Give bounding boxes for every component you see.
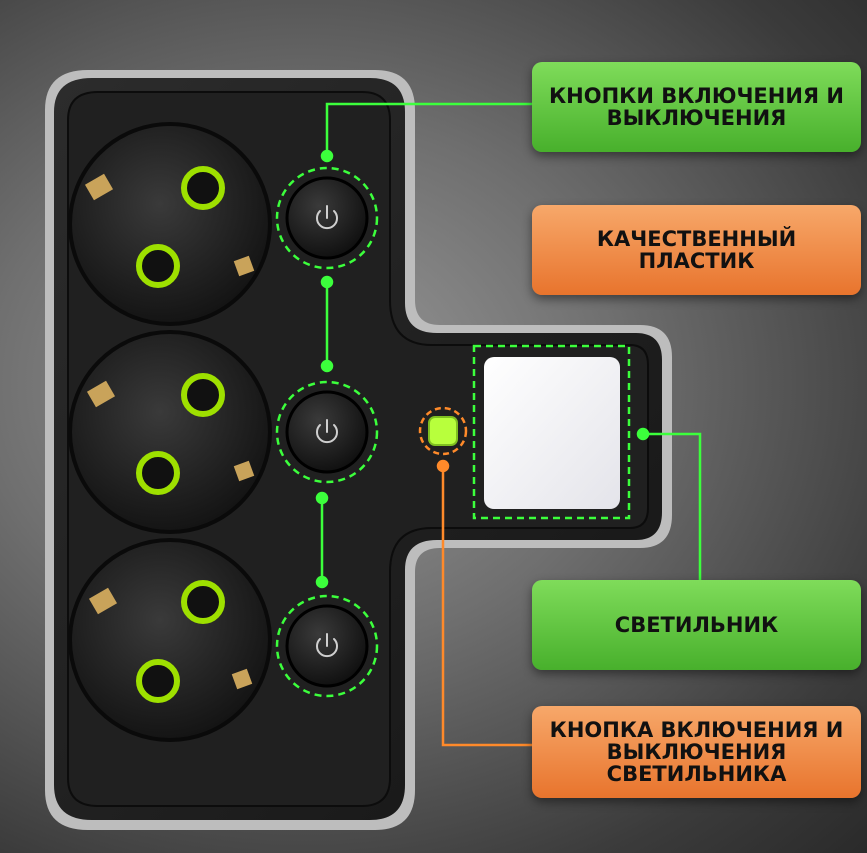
socket-icon — [68, 330, 272, 534]
label-power-buttons: КНОПКИ ВКЛЮЧЕНИЯ И ВЫКЛЮЧЕНИЯ — [532, 62, 861, 152]
power-icon — [316, 419, 338, 444]
label-quality-plastic: КАЧЕСТВЕННЫЙ ПЛАСТИК — [532, 205, 861, 295]
power-button-2[interactable] — [275, 380, 379, 484]
socket-icon — [68, 122, 272, 326]
label-lamp: СВЕТИЛЬНИК — [532, 580, 861, 670]
power-icon — [316, 205, 338, 230]
power-button-1[interactable] — [275, 166, 379, 270]
lamp-callout-line — [636, 427, 702, 580]
lamp-switch-icon[interactable] — [418, 406, 468, 456]
power-icon — [316, 633, 338, 658]
lamp-panel — [472, 344, 631, 520]
power-button-3[interactable] — [275, 594, 379, 698]
lamp-switch-callout-line — [436, 459, 532, 747]
power-buttons-callout-lines — [315, 102, 532, 589]
socket-icon — [68, 538, 272, 742]
label-lamp-button: КНОПКА ВКЛЮЧЕНИЯ И ВЫКЛЮЧЕНИЯ СВЕТИЛЬНИК… — [532, 706, 861, 798]
